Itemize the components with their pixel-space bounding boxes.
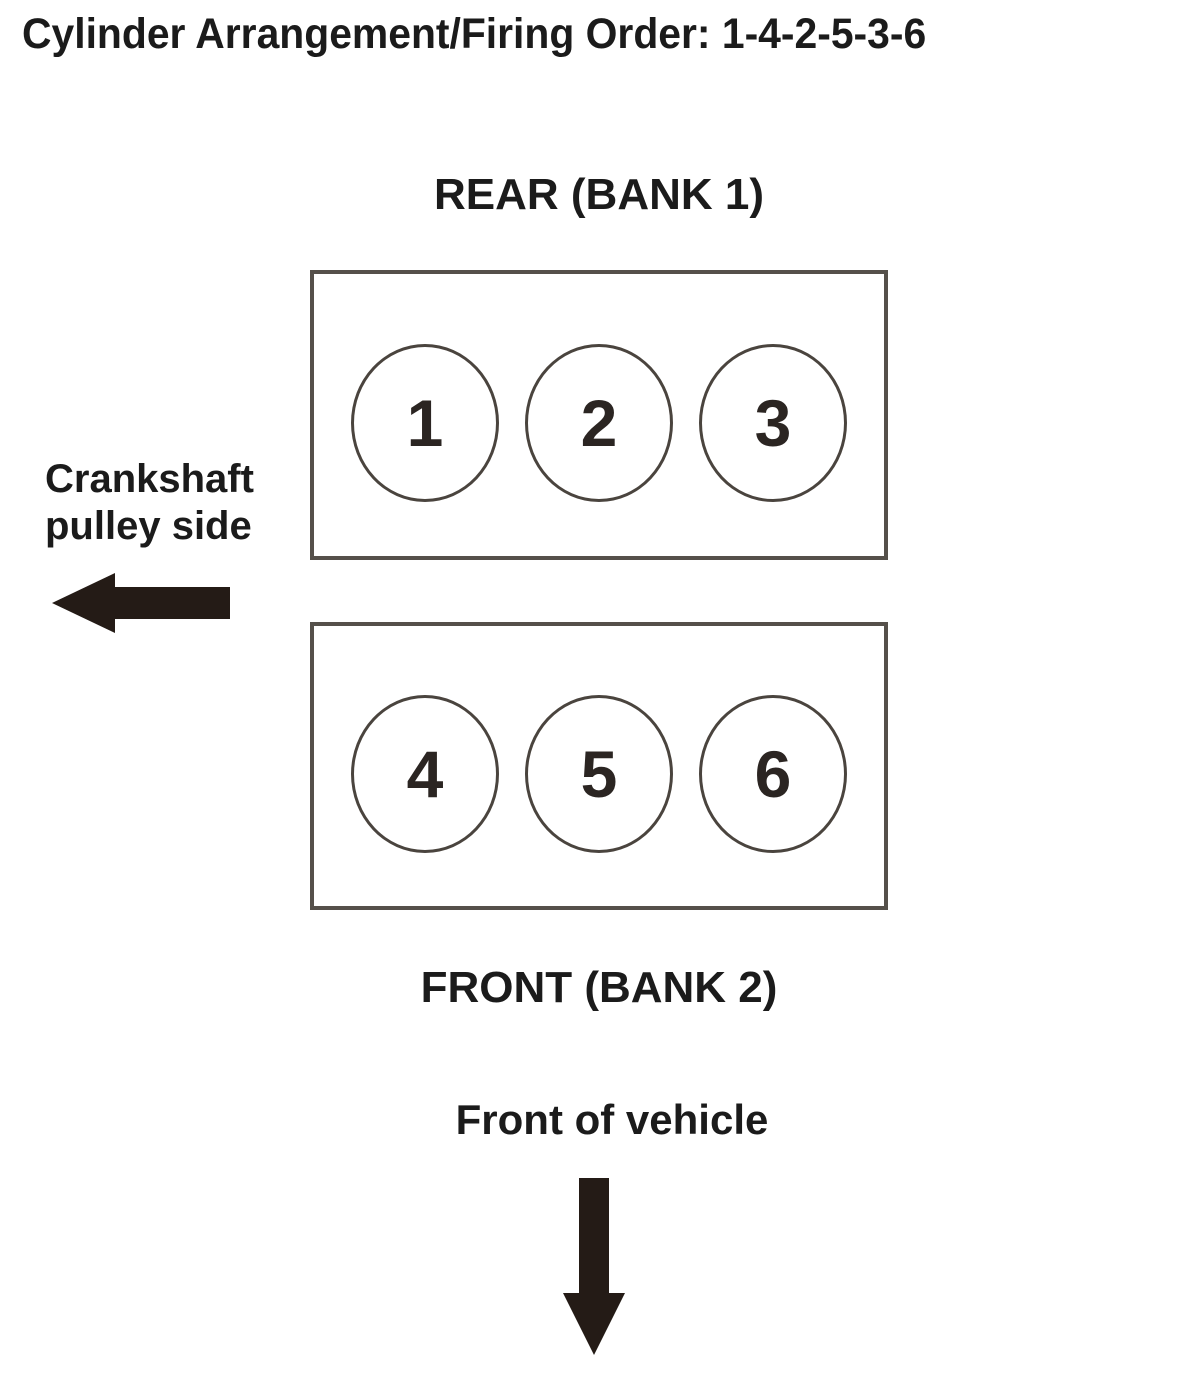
left-arrow-shaft: [112, 587, 230, 619]
crankshaft-pulley-label-line2: pulley side: [45, 504, 252, 548]
cylinder-4: 4: [351, 695, 499, 853]
cylinder-3: 3: [699, 344, 847, 502]
cylinder-2-number: 2: [580, 386, 618, 460]
front-of-vehicle-down-arrow-icon: [563, 1178, 625, 1355]
crankshaft-direction-left-arrow-icon: [52, 573, 230, 633]
bank1-box: 1 2 3: [310, 270, 888, 560]
down-arrow-shaft: [579, 1178, 609, 1296]
down-arrow-head: [563, 1293, 625, 1355]
crankshaft-pulley-label: Crankshaft pulley side: [45, 456, 254, 550]
front-bank-label: FRONT (BANK 2): [420, 963, 778, 1012]
cylinder-4-number: 4: [406, 737, 444, 811]
cylinder-1: 1: [351, 344, 499, 502]
front-of-vehicle-label: Front of vehicle: [455, 1096, 769, 1143]
cylinder-5-number: 5: [580, 737, 618, 811]
cylinder-3-number: 3: [754, 386, 792, 460]
rear-bank-label: REAR (BANK 1): [434, 170, 764, 219]
crankshaft-pulley-label-line1: Crankshaft: [45, 457, 254, 501]
cylinder-6: 6: [699, 695, 847, 853]
page-title: Cylinder Arrangement/Firing Order: 1-4-2…: [22, 10, 927, 58]
cylinder-5: 5: [525, 695, 673, 853]
cylinder-2: 2: [525, 344, 673, 502]
left-arrow-head: [52, 573, 115, 633]
cylinder-1-number: 1: [406, 386, 444, 460]
bank2-box: 4 5 6: [310, 622, 888, 910]
cylinder-6-number: 6: [754, 737, 792, 811]
